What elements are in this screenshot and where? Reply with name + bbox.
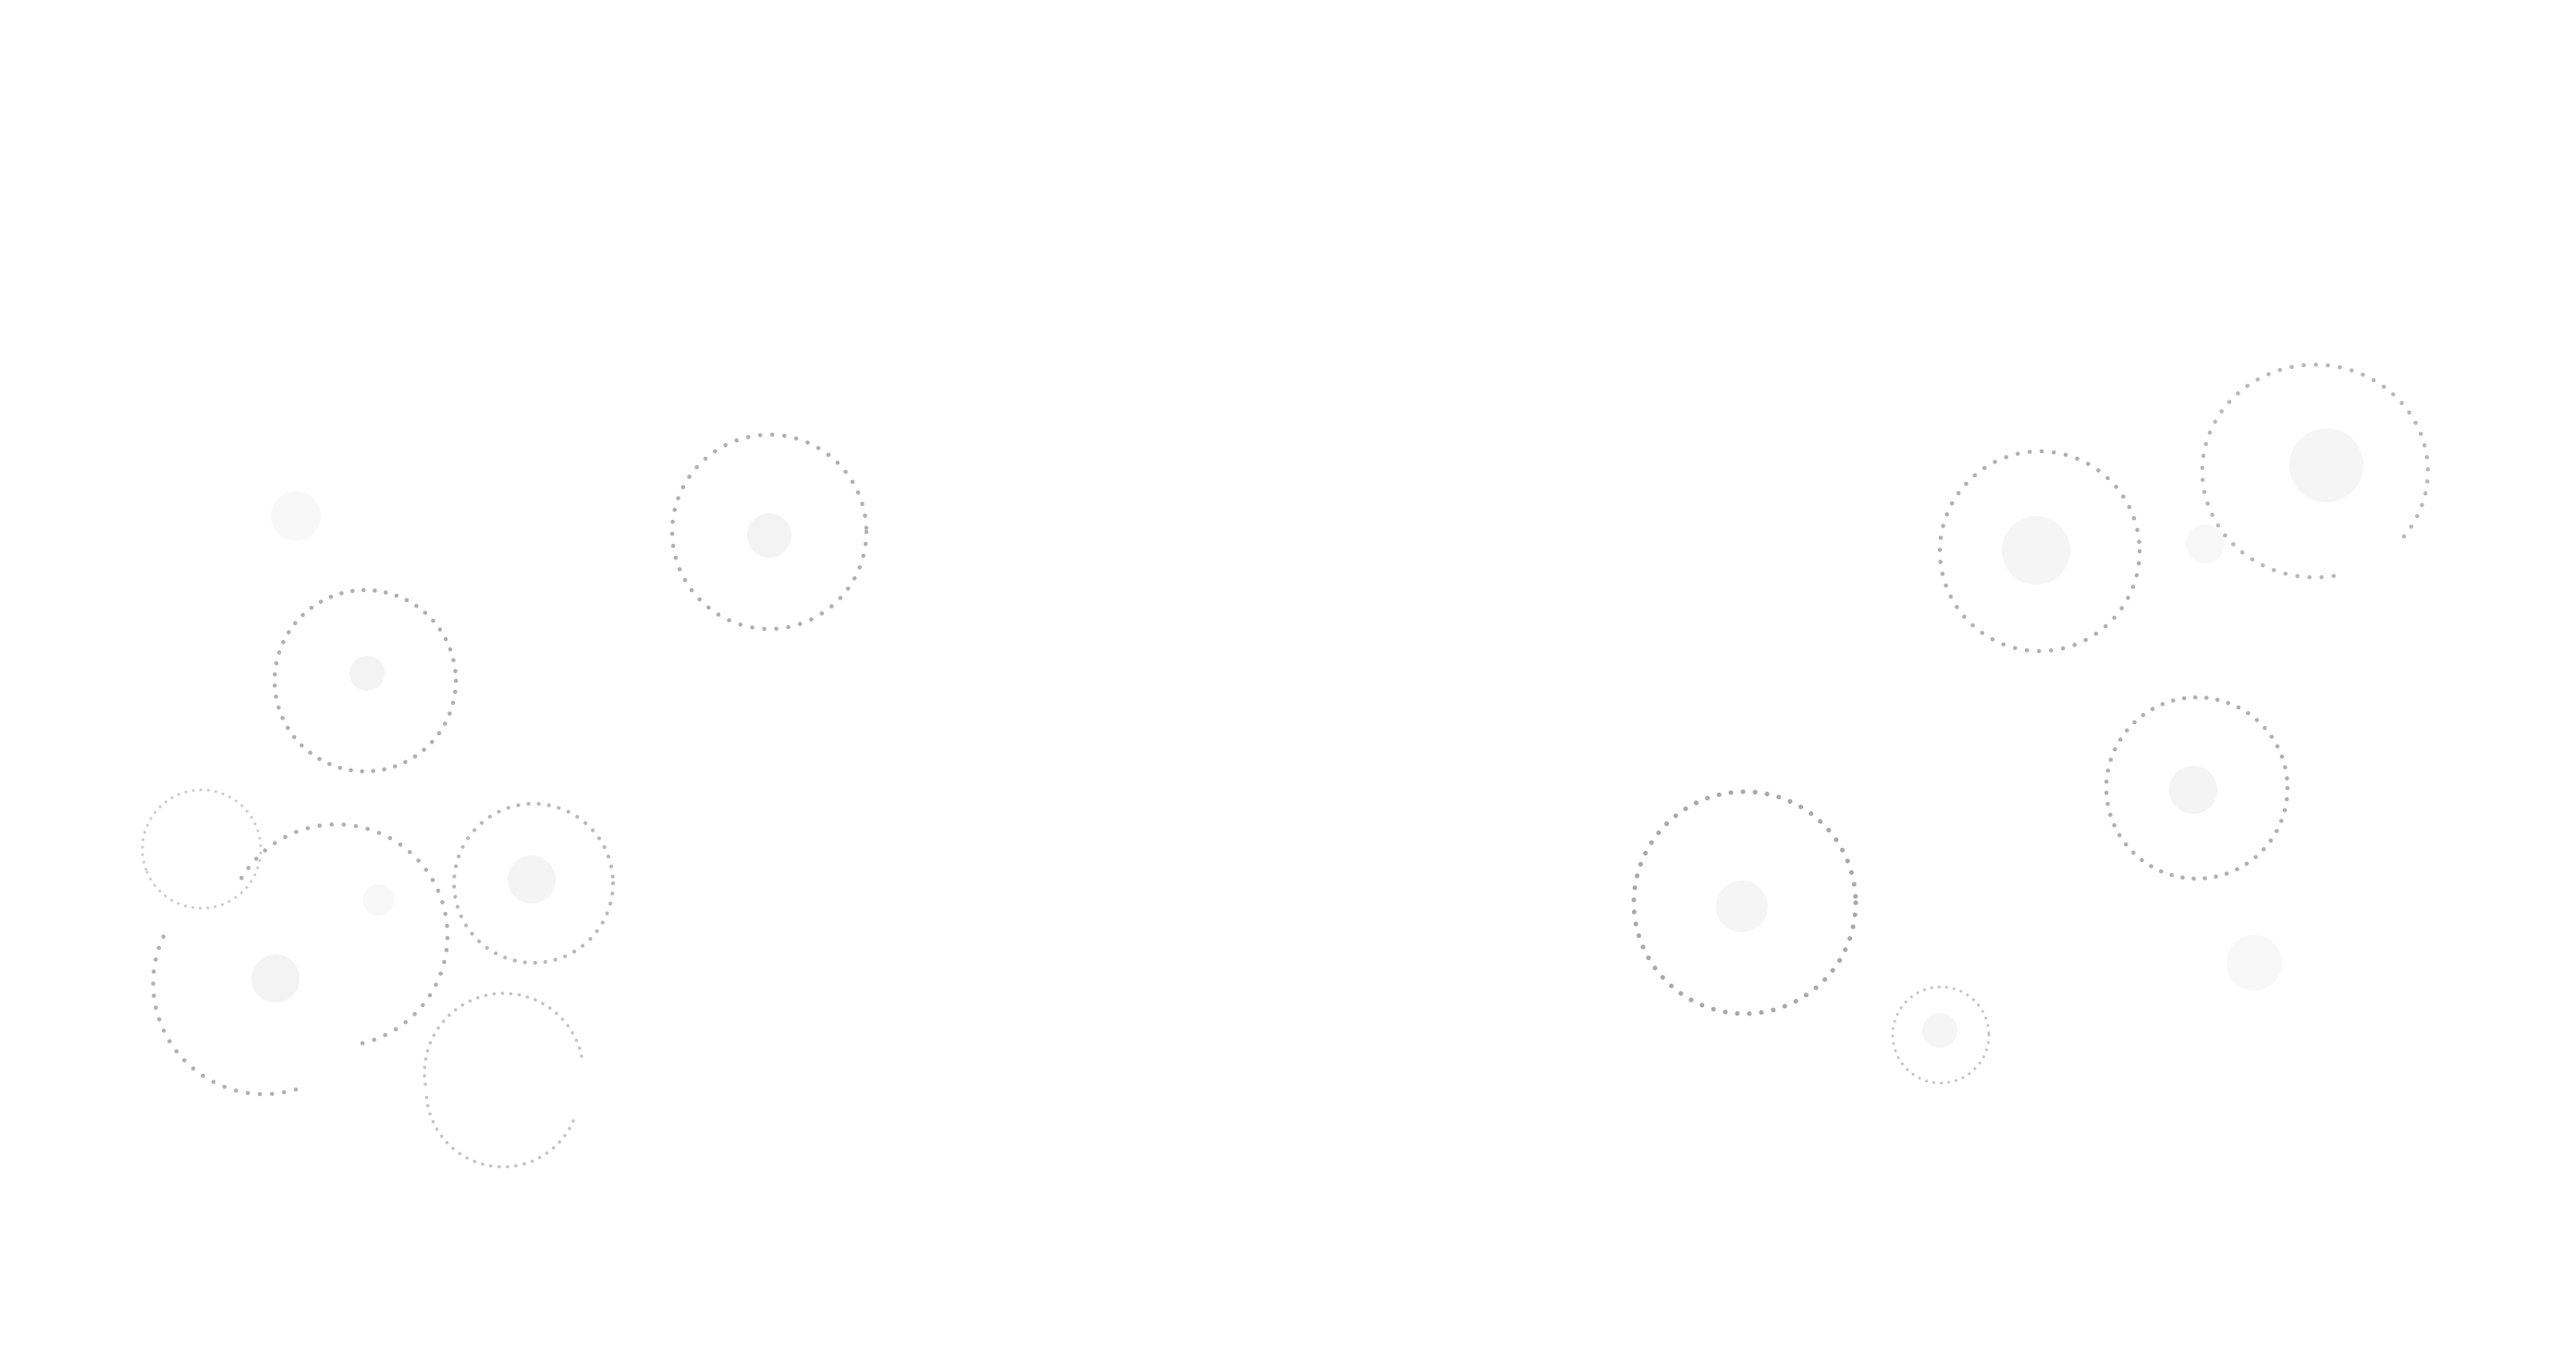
right-decoration-cluster (1631, 363, 2431, 1085)
center-dot-icon (2002, 516, 2070, 585)
center-dot-icon (1922, 1013, 1957, 1048)
dotted-circle-icon (1891, 985, 1991, 1085)
center-dot-icon (747, 513, 791, 558)
dotted-circle-icon (669, 432, 869, 632)
dotted-arc-icon (151, 931, 299, 1097)
center-dot-icon (251, 954, 300, 1003)
faint-dot-icon (2226, 935, 2282, 991)
dotted-circle-icon (1631, 789, 1858, 1016)
left-decoration-cluster (141, 432, 869, 1169)
dotted-circle-icon (141, 788, 263, 910)
dotted-arc-icon (236, 822, 450, 1046)
faint-dot-icon (362, 884, 394, 916)
dotted-circle-icon (1937, 449, 2142, 654)
center-dot-icon (2289, 428, 2363, 502)
center-dot-icon (1716, 881, 1768, 932)
center-dot-icon (2169, 766, 2217, 814)
dotted-circle-icon (452, 802, 615, 965)
dotted-arc-icon (423, 991, 583, 1091)
center-dot-icon (508, 856, 556, 904)
dotted-circle-icon (2104, 695, 2290, 881)
faint-dot-icon (2186, 524, 2225, 563)
dotted-circle-icon (272, 587, 459, 774)
center-dot-icon (350, 656, 385, 691)
faint-dot-icon (271, 491, 321, 541)
